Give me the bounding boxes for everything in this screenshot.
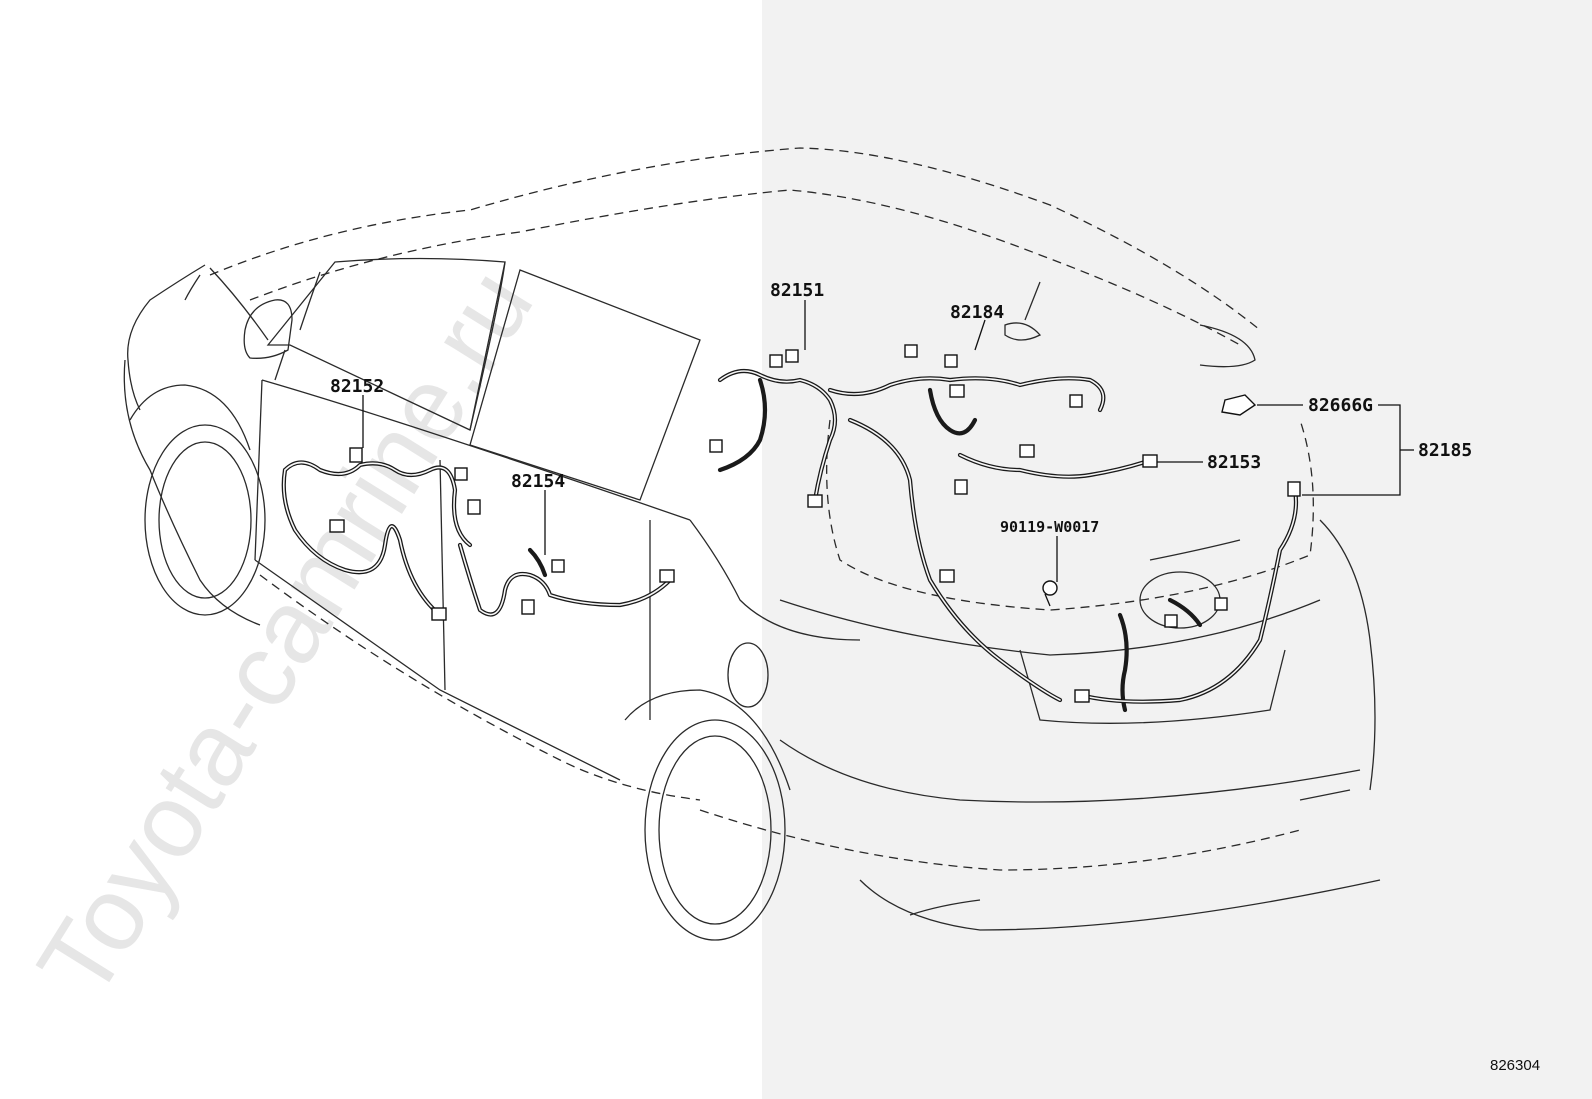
car-body-outline — [123, 147, 1381, 941]
label-82152: 82152 — [330, 376, 384, 397]
harness-82152 — [281, 447, 473, 621]
harness-82185 — [847, 417, 1301, 713]
right-panel — [762, 0, 1592, 1099]
label-90119-w0017: 90119-W0017 — [1000, 518, 1099, 536]
harness-82184 — [827, 344, 1106, 436]
label-82154: 82154 — [511, 471, 565, 492]
label-82151: 82151 — [770, 280, 824, 301]
label-82666g: 82666G — [1308, 395, 1373, 416]
part-82666g-sensor — [1221, 394, 1257, 416]
diagram-id: 826304 — [1490, 1057, 1540, 1074]
leader-lines — [362, 300, 1414, 582]
label-82185: 82185 — [1418, 440, 1472, 461]
harness-82153 — [954, 444, 1158, 495]
left-panel — [0, 0, 762, 1099]
label-82184: 82184 — [950, 302, 1004, 323]
harness-82151 — [709, 349, 838, 508]
part-90119-clip — [1042, 580, 1058, 607]
label-82153: 82153 — [1207, 452, 1261, 473]
harness-82154 — [457, 499, 675, 617]
